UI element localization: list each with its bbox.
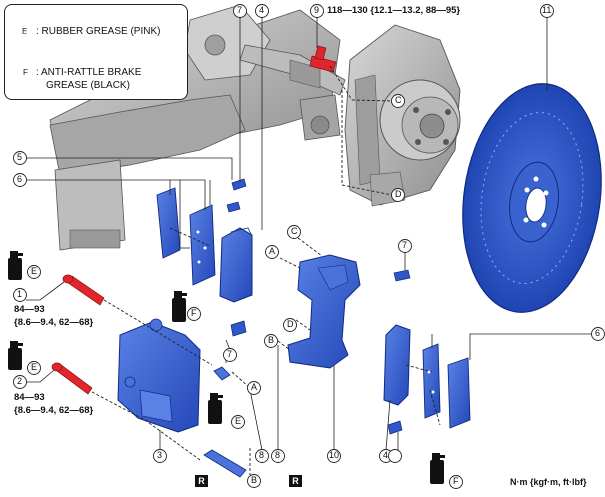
torque-bolt-9: 118—130 {12.1—13.2, 88—95} xyxy=(327,5,461,16)
grease-label-legend-e: GREASE xyxy=(14,32,31,37)
letter-d-knuckle: D xyxy=(395,189,402,199)
letter-c-knuckle: C xyxy=(395,95,402,105)
legend-letter-f: F xyxy=(23,68,28,77)
callout-8-left: 8 xyxy=(259,450,265,460)
pad-clips-left xyxy=(226,178,247,337)
grease-can-e-2 xyxy=(8,341,23,370)
callout-circles xyxy=(13,4,605,463)
grease-can-e-1 xyxy=(8,251,23,280)
brake-pad-4-left xyxy=(219,227,253,303)
caliper-bolt-2 xyxy=(51,362,93,395)
callout-8-right: 8 xyxy=(275,450,281,460)
letter-a-pin: A xyxy=(251,382,258,392)
legend-box xyxy=(4,4,188,100)
grease-can-e-caliper xyxy=(208,393,223,424)
legend-rubber-grease-text: : RUBBER GREASE (PINK) xyxy=(36,26,161,37)
callout-4-bottom: 4 xyxy=(383,450,389,460)
caliper-bracket-bolt-9 xyxy=(309,45,337,73)
letter-a-bracket: A xyxy=(269,246,276,256)
letter-f-right-pad: F xyxy=(453,476,459,486)
assembly-dashed-lines xyxy=(91,227,441,475)
callout-leaders xyxy=(26,17,598,452)
grease-can-f-left xyxy=(172,291,187,322)
legend-anti-rattle-line1: : ANTI-RATTLE BRAKE xyxy=(36,67,142,78)
callout-7-left-lower: 7 xyxy=(227,349,233,359)
letter-b-bracket: B xyxy=(268,335,275,345)
inner-brake-pad-right xyxy=(422,343,471,429)
callout-10: 10 xyxy=(329,450,340,460)
callout-6-left: 6 xyxy=(17,174,23,184)
knuckle-alignment-lines xyxy=(329,65,393,196)
callout-7-top: 7 xyxy=(237,5,243,15)
callout-9: 9 xyxy=(314,5,320,15)
guide-pin-8 xyxy=(203,366,247,478)
pad-clips-right xyxy=(387,269,411,435)
brake-pad-4-right xyxy=(383,324,411,406)
callout-7-right-upper: 7 xyxy=(402,240,408,250)
letter-b-pin: B xyxy=(251,475,258,485)
torque-bolt-2-line1: 84—93 xyxy=(14,392,45,403)
letter-e-bolt2: E xyxy=(31,362,38,372)
callout-1: 1 xyxy=(17,289,23,299)
letter-d-bracket: D xyxy=(287,319,294,329)
callout-2: 2 xyxy=(17,376,23,386)
letter-f-left-pad: F xyxy=(191,308,197,318)
replace-badge-left: R xyxy=(195,475,208,487)
brake-caliper xyxy=(117,318,201,433)
grease-can-f-right xyxy=(430,453,445,484)
torque-bolt-1-line1: 84—93 xyxy=(14,304,45,315)
suspension-assembly xyxy=(49,4,461,251)
legend-anti-rattle-line2: GREASE (BLACK) xyxy=(46,80,130,91)
replace-badge-right: R xyxy=(289,475,302,487)
callout-4-top: 4 xyxy=(259,5,265,15)
callout-5: 5 xyxy=(17,152,23,162)
grease-label-legend-f: GREASE xyxy=(14,74,31,79)
torque-units: N·m {kgf·m, ft·lbf} xyxy=(510,477,587,487)
callout-6-right: 6 xyxy=(595,328,601,338)
letter-e-bolt1: E xyxy=(31,266,38,276)
caliper-bolt-1 xyxy=(62,274,105,306)
letter-c-bracket: C xyxy=(291,226,298,236)
inner-brake-pad-left xyxy=(156,187,216,286)
torque-bolt-2-line2: {8.6—9.4, 62—68} xyxy=(14,405,94,416)
callout-11: 11 xyxy=(542,5,552,15)
torque-bolt-1-line2: {8.6—9.4, 62—68} xyxy=(14,317,94,328)
letter-e-caliper: E xyxy=(235,416,242,426)
callout-3: 3 xyxy=(157,450,163,460)
brake-rotor xyxy=(462,83,602,313)
legend-letter-e: E xyxy=(22,27,28,36)
caliper-bracket xyxy=(287,254,361,369)
